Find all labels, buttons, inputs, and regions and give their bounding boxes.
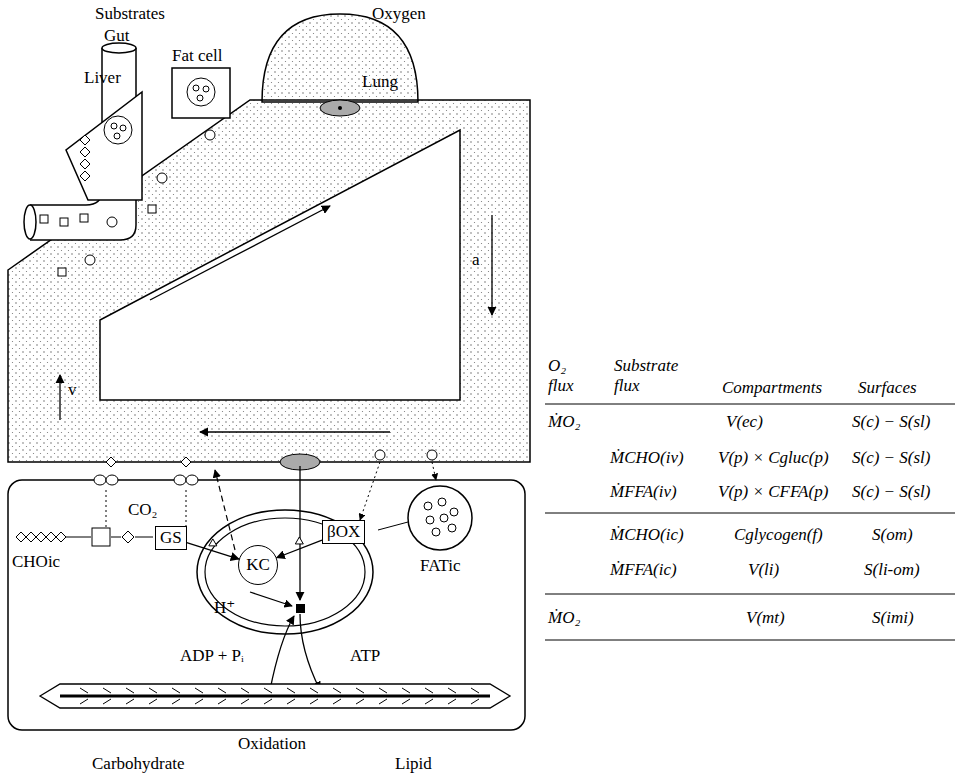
respiratory-chain <box>296 604 305 613</box>
adp-arrow <box>270 616 294 690</box>
diagram-label: a <box>472 250 480 270</box>
fat-cell <box>172 68 230 118</box>
organ-label: Fat cell <box>172 46 223 66</box>
acetyl-coa-symbol <box>295 537 303 544</box>
organ-label: Liver <box>84 68 121 88</box>
node-text: Lung <box>362 72 398 92</box>
node-text: KC <box>246 555 270 575</box>
liver <box>66 92 142 200</box>
table-cell: Surfaces <box>858 378 917 398</box>
glycogen-symbols <box>80 116 132 181</box>
diagram-label: ATP <box>350 646 380 666</box>
pathway-line <box>378 522 408 530</box>
diagram-label: CHOic <box>12 552 60 572</box>
node-text: Fat cell <box>172 46 223 66</box>
table-rule <box>545 404 955 640</box>
enzyme-box: βOX <box>322 520 365 544</box>
table-cell: Compartments <box>722 378 822 398</box>
lipid-droplet <box>408 486 472 550</box>
table-cell: Substrate flux <box>614 356 704 395</box>
table-cell: ṀO₂ <box>548 608 580 628</box>
table-cell: O₂ flux <box>548 356 590 395</box>
muscle-cell <box>8 480 525 730</box>
glycogen-chain <box>16 528 134 546</box>
flow-arrow <box>491 215 492 315</box>
pathway-line <box>66 537 91 538</box>
enzyme-box: GS <box>155 526 187 550</box>
diagram-label: FATic <box>420 556 461 576</box>
diagram-label: Oxidation <box>238 734 306 754</box>
flow-arrow <box>200 431 390 432</box>
diagram-label: Oxygen <box>372 4 426 24</box>
table-cell: V(mt) <box>746 608 785 628</box>
flow-arrow <box>59 375 60 420</box>
pathway-line <box>111 537 121 538</box>
inner-membrane <box>205 518 365 626</box>
pathway-line <box>135 537 153 538</box>
node-text: Gut <box>104 26 130 46</box>
proton-arrow <box>250 592 292 606</box>
diagram-label: Lipid <box>395 754 432 774</box>
table-cell: ṀFFA(ic) <box>610 560 677 580</box>
diagram-label: H⁺ <box>214 598 235 618</box>
mitochondrion <box>197 510 373 634</box>
lung <box>262 14 418 102</box>
node-text: Liver <box>84 68 121 88</box>
table-cell: V(p) × Cgluc(p) <box>718 448 829 468</box>
diagram-label: Substrates <box>95 4 165 24</box>
acetyl-coa-symbol <box>209 539 217 546</box>
alveolar-capillary <box>320 100 360 116</box>
flow-arrow <box>150 206 330 300</box>
lipid-droplet <box>424 498 458 536</box>
table-cell: ṀO₂ <box>548 412 580 432</box>
table-cell: S(c) − S(sl) <box>852 482 931 502</box>
oxygen-path <box>299 466 300 600</box>
myofibril <box>40 684 510 708</box>
oxygen-dot <box>338 106 342 110</box>
table-cell: S(li-om) <box>864 560 920 580</box>
table-cell: S(imi) <box>872 608 914 628</box>
co2-arrow <box>215 470 235 550</box>
transporter <box>94 450 437 485</box>
diagram-label: v <box>68 380 77 400</box>
node-text: βOX <box>327 522 360 542</box>
node-text: GS <box>160 528 182 548</box>
table-cell: Cglycogen(f) <box>734 525 823 545</box>
organ-label: Gut <box>104 26 130 46</box>
table-cell: V(li) <box>748 560 779 580</box>
myofibril <box>60 695 490 698</box>
circulation <box>8 100 530 462</box>
table-cell: ṀCHO(iv) <box>610 448 684 468</box>
diagram-label: CO₂ <box>128 500 158 520</box>
organ-label: Lung <box>362 72 398 92</box>
table-cell: ṀCHO(ic) <box>610 525 684 545</box>
uptake-arrow <box>360 462 380 520</box>
table-cell: V(p) × CFFA(p) <box>718 482 828 502</box>
diagram-label: Carbohydrate <box>92 754 185 774</box>
atp-arrow <box>300 614 320 690</box>
table-cell: S(c) − S(sl) <box>852 448 931 468</box>
table-cell: V(ec) <box>726 412 763 432</box>
table-cell: S(om) <box>872 525 913 545</box>
krebs-cycle-circle: KC <box>238 545 278 585</box>
gut <box>24 205 36 239</box>
table-cell: ṀFFA(iv) <box>610 482 677 502</box>
table-cell: S(c) − S(sl) <box>852 412 931 432</box>
cross-bridges <box>80 688 479 704</box>
diagram-label: ADP + Pᵢ <box>180 646 244 666</box>
fat-droplets <box>187 78 215 106</box>
